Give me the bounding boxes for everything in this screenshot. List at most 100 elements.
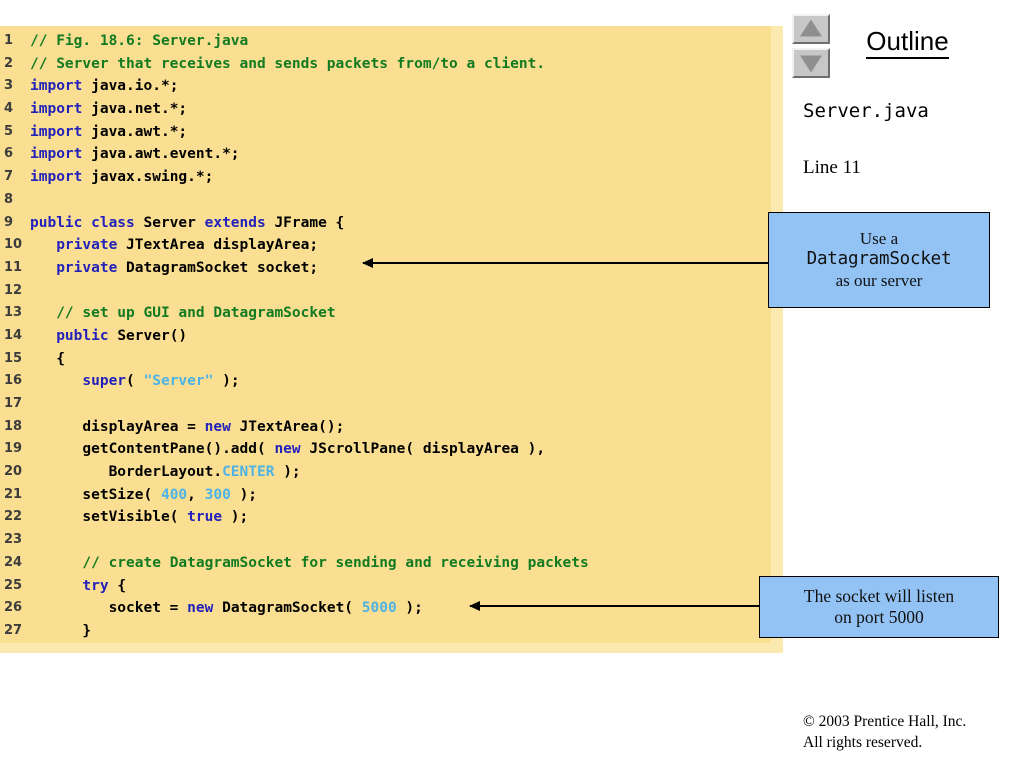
scroll-buttons	[792, 14, 832, 82]
code-token: // set up GUI and DatagramSocket	[56, 305, 336, 322]
code-line: 22 setVisible( true );	[0, 506, 783, 529]
code-panel-right-edge	[771, 26, 783, 653]
line-source: displayArea = new JTextArea();	[30, 416, 344, 439]
code-token: CENTER	[222, 464, 275, 481]
callout-line: Use a	[859, 228, 899, 248]
line-number: 5	[4, 123, 14, 139]
code-token: 5000	[361, 600, 397, 617]
code-token: import	[30, 78, 83, 95]
line-number: 12	[4, 282, 23, 298]
code-token: new	[204, 418, 231, 435]
code-token: private	[56, 237, 118, 254]
line-source: {	[30, 348, 65, 371]
code-line: 12	[0, 280, 783, 303]
line-source: // create DatagramSocket for sending and…	[30, 552, 589, 575]
line-number: 20	[4, 464, 23, 480]
code-line: 23	[0, 529, 783, 552]
line-number: 15	[4, 350, 23, 366]
line-source: socket = new DatagramSocket( 5000 );	[30, 597, 423, 620]
code-token: private	[56, 259, 118, 276]
line-source: private DatagramSocket socket;	[30, 257, 318, 280]
line-source: setVisible( true );	[30, 506, 248, 529]
line-source: private JTextArea displayArea;	[30, 234, 318, 257]
line-source: super( "Server" );	[30, 370, 240, 393]
line-source: // Fig. 18.6: Server.java	[30, 30, 248, 53]
code-line: 9 public class Server extends JFrame {	[0, 212, 783, 235]
line-source: import javax.swing.*;	[30, 166, 213, 189]
code-line: 5 import java.awt.*;	[0, 121, 783, 144]
code-token: {	[56, 350, 65, 367]
code-token: );	[396, 600, 423, 617]
code-token: DatagramSocket(	[213, 600, 362, 617]
code-token: import	[30, 123, 83, 140]
code-token: true	[187, 509, 223, 526]
code-token: java.awt.*;	[82, 123, 188, 140]
triangle-up-icon	[800, 19, 822, 37]
code-line: 15 {	[0, 348, 783, 371]
code-line: 27 }	[0, 620, 783, 643]
callout-arrow-port	[469, 601, 759, 611]
code-line: 1 // Fig. 18.6: Server.java	[0, 30, 783, 53]
line-source: public class Server extends JFrame {	[30, 212, 344, 235]
code-token: }	[82, 622, 92, 639]
line-number: 2	[4, 55, 14, 71]
code-panel-bottom-edge	[0, 643, 783, 653]
line-number: 24	[4, 554, 23, 570]
line-number: 10	[4, 237, 23, 253]
line-source: getContentPane().add( new JScrollPane( d…	[30, 438, 545, 461]
code-token: displayArea =	[82, 418, 205, 435]
code-token: import	[30, 101, 83, 118]
code-token: (	[126, 373, 144, 390]
code-line: 18 displayArea = new JTextArea();	[0, 416, 783, 439]
code-token: java.net.*;	[82, 101, 188, 118]
code-line: 19 getContentPane().add( new JScrollPane…	[0, 438, 783, 461]
code-token: Server()	[108, 327, 188, 344]
callout-arrow-socket	[362, 258, 768, 268]
line-number: 7	[4, 169, 14, 185]
code-line: 2 // Server that receives and sends packe…	[0, 53, 783, 76]
line-source: BorderLayout.CENTER );	[30, 461, 301, 484]
line-source: try {	[30, 575, 126, 598]
code-token: );	[274, 464, 301, 481]
code-token: super	[82, 373, 127, 390]
line-number: 1	[4, 33, 14, 48]
line-number: 13	[4, 305, 23, 321]
code-listing: 1 // Fig. 18.6: Server.java 2 // Server tha…	[0, 26, 783, 643]
code-token: getContentPane().add(	[82, 441, 275, 458]
line-number: 26	[4, 600, 23, 616]
code-token: JFrame {	[265, 214, 345, 231]
code-line: 25 try {	[0, 575, 783, 598]
line-source: }	[30, 620, 91, 643]
line-number: 11	[4, 259, 23, 275]
code-token: );	[213, 373, 240, 390]
code-token: // Server that receives and sends packet…	[30, 55, 546, 72]
line-number: 27	[4, 622, 23, 638]
outline-title-text: Outline	[866, 26, 949, 59]
callout-line: on port 5000	[834, 607, 924, 627]
code-token: // Fig. 18.6: Server.java	[30, 33, 249, 49]
code-token: new	[187, 600, 214, 617]
code-token: setSize(	[82, 486, 161, 503]
code-token: JTextArea displayArea;	[117, 237, 319, 254]
code-token: 300	[204, 486, 231, 503]
code-token: // create DatagramSocket for sending and…	[82, 554, 589, 571]
code-token: ,	[187, 486, 205, 503]
code-token: javax.swing.*;	[82, 169, 214, 186]
scroll-down-button[interactable]	[792, 48, 830, 78]
line-number: 22	[4, 509, 23, 525]
code-token: import	[30, 169, 83, 186]
line-source: public Server()	[30, 325, 187, 348]
code-token: public	[56, 327, 109, 344]
line-source: import java.awt.*;	[30, 121, 187, 144]
callout-line: DatagramSocket	[806, 249, 952, 270]
scroll-up-button[interactable]	[792, 14, 830, 44]
line-number: 25	[4, 577, 23, 593]
line-number: 8	[4, 191, 14, 207]
code-token: socket =	[108, 600, 188, 617]
line-number: 9	[4, 214, 14, 230]
code-token: import	[30, 146, 83, 163]
